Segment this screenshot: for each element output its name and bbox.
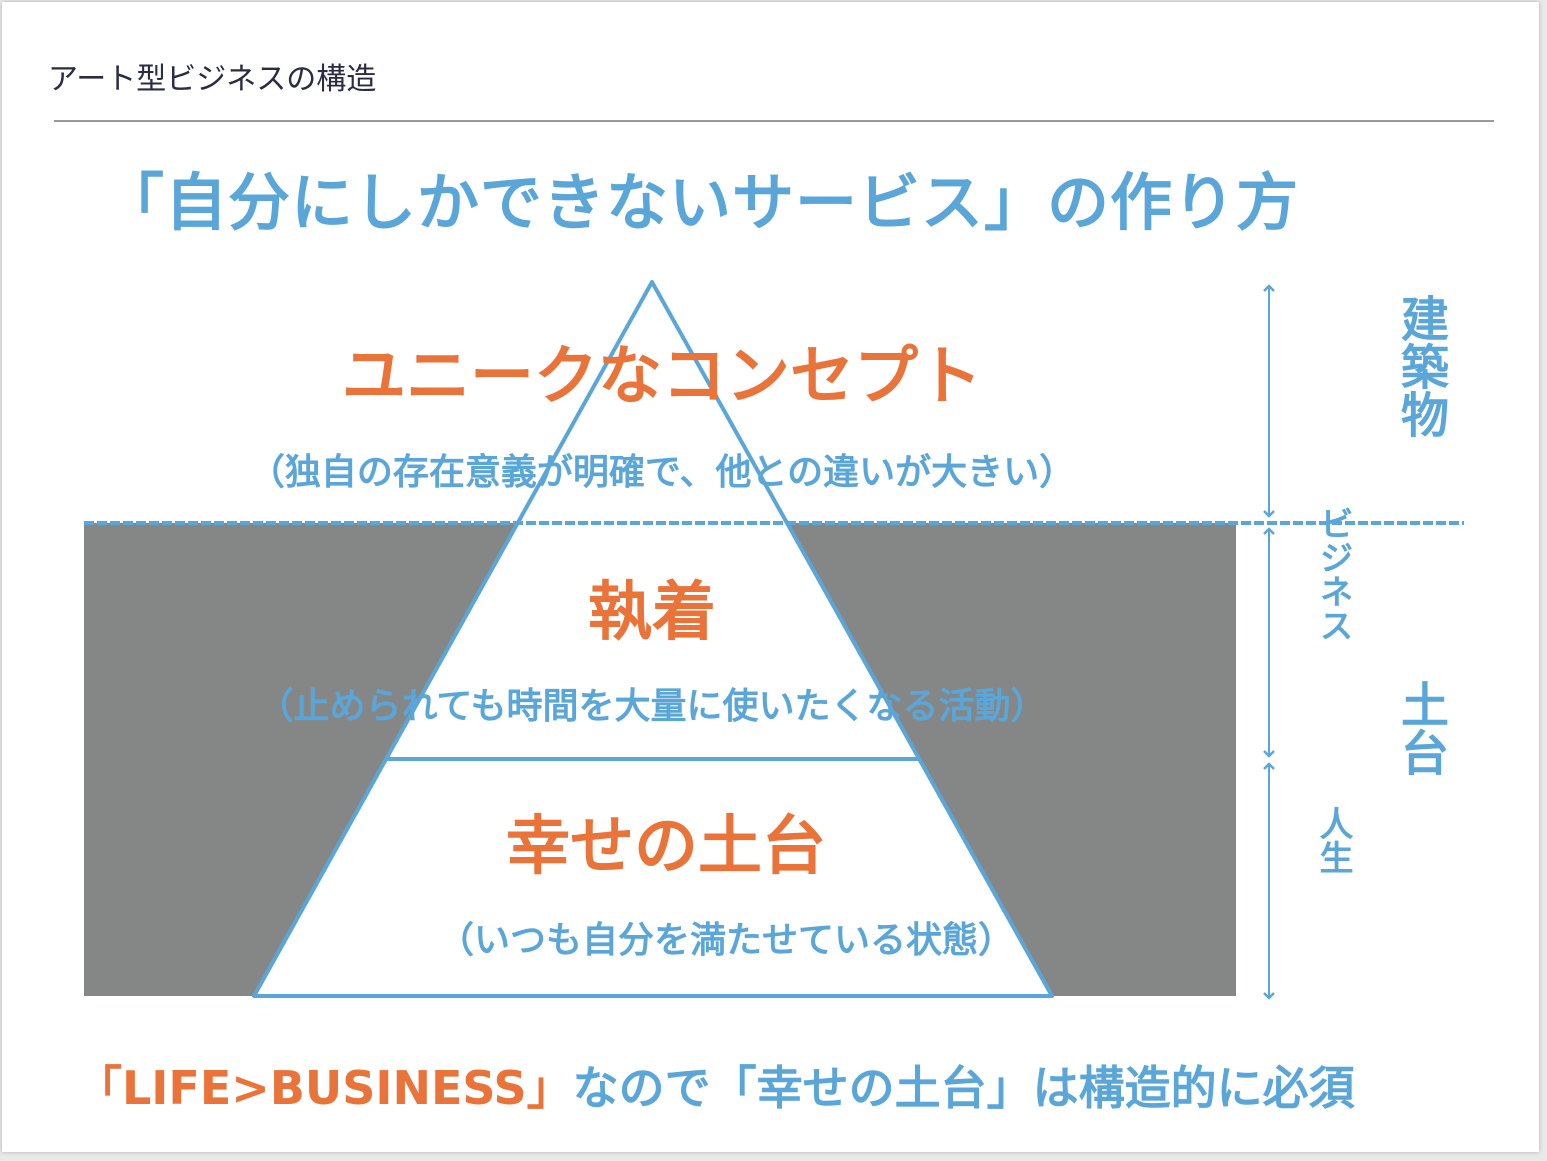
business-label: ビジネス bbox=[1313, 506, 1353, 642]
pyramid-shape bbox=[252, 280, 1054, 998]
layer-middle-subtitle: （止められても時間を大量に使いたくなる活動） bbox=[257, 686, 1046, 727]
building-label: 建築物 bbox=[1392, 294, 1449, 438]
main-title: 「自分にしかできないサービス」の作り方 bbox=[102, 166, 1300, 239]
foundation-label: 土台 bbox=[1392, 680, 1448, 776]
footer-statement: 「LIFE>BUSINESS」なので「幸せの土台」は構造的に必須 bbox=[76, 1052, 1355, 1118]
header-title: アート型ビジネスの構造 bbox=[48, 62, 377, 97]
footer-accent: 「LIFE>BUSINESS」 bbox=[76, 1061, 573, 1115]
layer-bottom-subtitle: （いつも自分を満たせている状態） bbox=[438, 920, 1014, 961]
life-label: 人生 bbox=[1313, 806, 1353, 874]
layer-middle-title: 執着 bbox=[588, 576, 716, 650]
header-divider bbox=[54, 120, 1494, 122]
layer-top-title: ユニークなコンセプト bbox=[342, 340, 982, 414]
layer-top-subtitle: （独自の存在意義が明確で、他との違いが大きい） bbox=[249, 452, 1075, 493]
layer-bottom-title: 幸せの土台 bbox=[506, 810, 826, 884]
footer-text: なので「幸せの土台」は構造的に必須 bbox=[572, 1061, 1355, 1115]
